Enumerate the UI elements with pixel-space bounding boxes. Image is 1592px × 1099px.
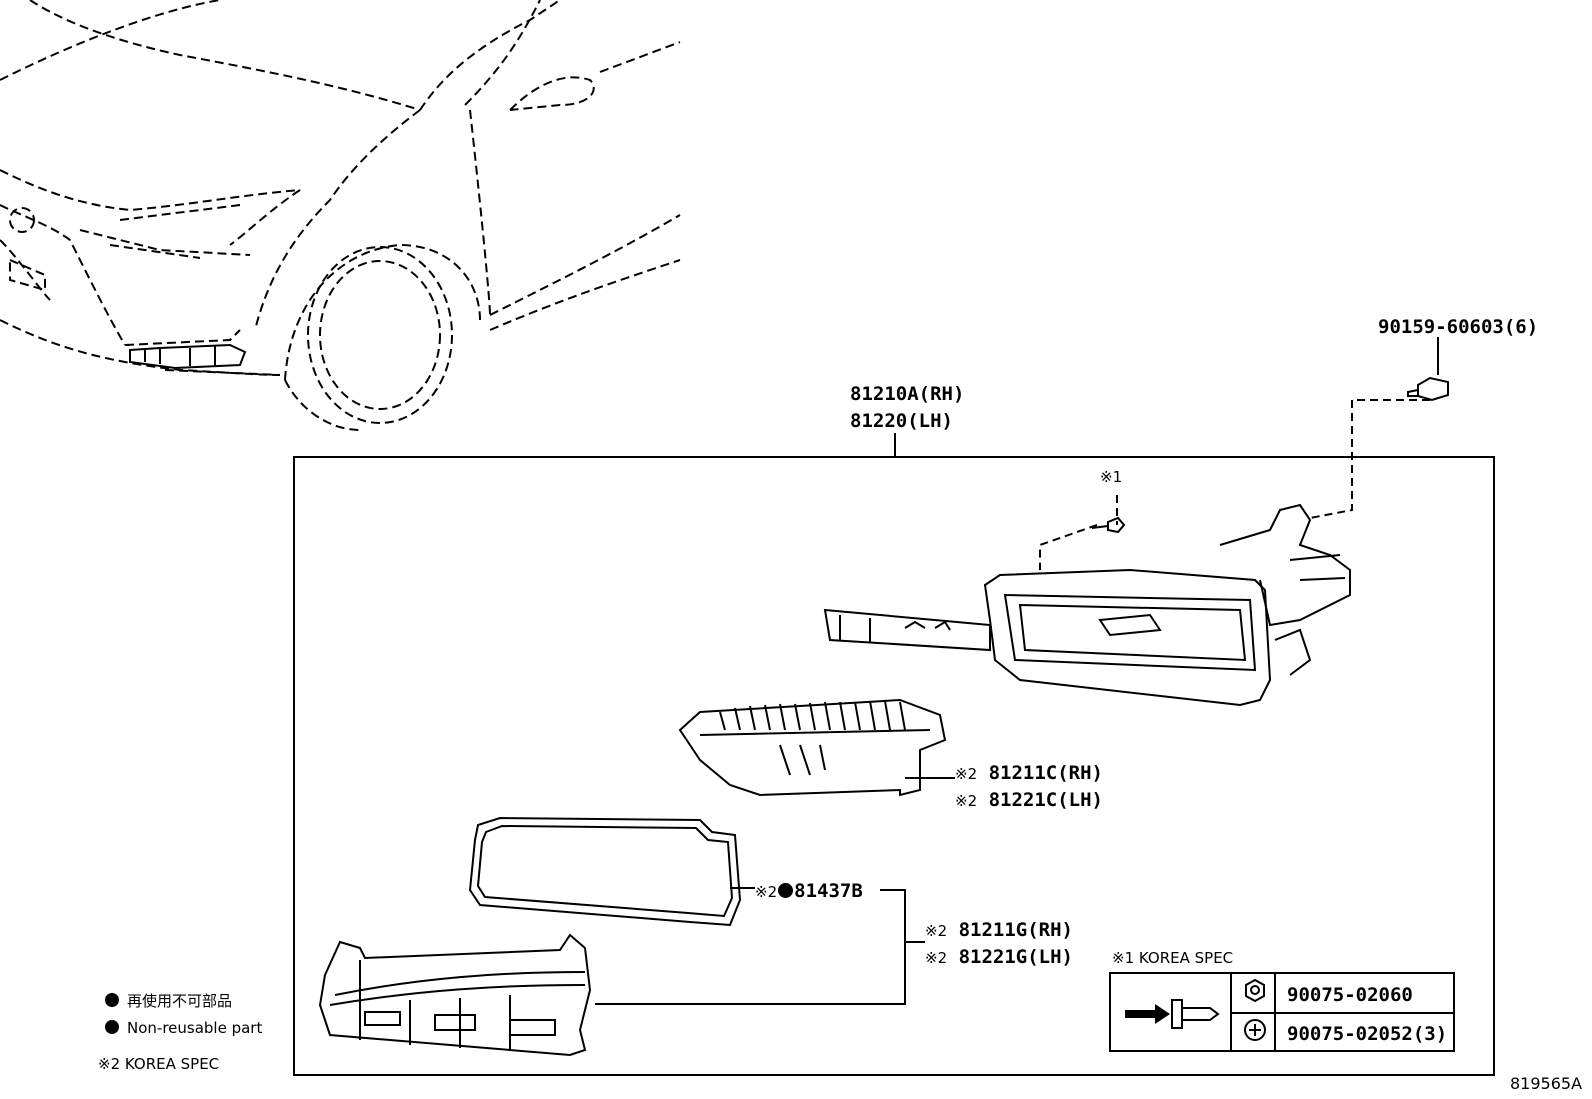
leader-lines <box>595 337 1439 1005</box>
foglamp-assembly-drawing <box>823 503 1351 707</box>
korea-mark-2: ※2 <box>955 792 978 810</box>
housing-rh-part: 81211C(RH) <box>988 762 1103 784</box>
korea-mark-1: ※1 <box>1100 468 1123 486</box>
lamp-housing-drawing <box>678 698 947 797</box>
dashed-leaders <box>1039 399 1430 570</box>
gasket-part: 81437B <box>794 880 863 902</box>
spec-part-1: 90075-02060 <box>1287 984 1413 1006</box>
spec-screw-graphic <box>1125 999 1220 1029</box>
lens-rh-label: ※2 81211G(RH) <box>925 921 1073 940</box>
housing-lh-label: ※2 81221C(LH) <box>955 791 1103 810</box>
korea-spec-title: ※1 KOREA SPEC <box>1112 949 1234 967</box>
lens-rh-part: 81211G(RH) <box>958 919 1073 941</box>
vehicle-outline <box>0 0 681 431</box>
korea-mark-2: ※2 <box>925 922 948 940</box>
nut-head-icon <box>1245 978 1265 1003</box>
car-foglamp-icon <box>129 343 247 370</box>
non-reusable-dot <box>105 993 119 1007</box>
phillips-head-icon <box>1244 1019 1266 1041</box>
legend-jp: 再使用不可部品 <box>105 993 232 1009</box>
legend-korea-note: ※2 KOREA SPEC <box>98 1055 220 1073</box>
assembly-frame <box>293 456 1495 1076</box>
housing-lh-part: 81221C(LH) <box>988 789 1103 811</box>
gasket-drawing <box>468 816 742 927</box>
korea-spec-table <box>1109 972 1455 1052</box>
lens-lh-label: ※2 81221G(LH) <box>925 948 1073 967</box>
non-reusable-dot <box>778 883 794 898</box>
screw-icon <box>1091 516 1126 534</box>
spec-part-2: 90075-02052(3) <box>1287 1023 1448 1045</box>
clip-bolt-label: 90159-60603(6) <box>1378 316 1539 338</box>
gasket-label: ※2 81437B <box>755 882 863 901</box>
clip-bolt-icon <box>1407 376 1449 402</box>
lamp-rh-label: 81210A(RH) <box>850 383 965 405</box>
housing-rh-label: ※2 81211C(RH) <box>955 764 1103 783</box>
korea-mark-2: ※2 <box>955 765 978 783</box>
legend-en: Non-reusable part <box>105 1020 262 1036</box>
diagram-id: 819565A <box>1510 1074 1583 1093</box>
lamp-lh-label: 81220(LH) <box>850 410 953 432</box>
non-reusable-dot <box>105 1020 119 1034</box>
korea-mark-2: ※2 <box>925 949 948 967</box>
korea-mark-2: ※2 <box>755 883 778 901</box>
lens-lh-part: 81221G(LH) <box>958 946 1073 968</box>
lens-drawing <box>318 933 592 1057</box>
